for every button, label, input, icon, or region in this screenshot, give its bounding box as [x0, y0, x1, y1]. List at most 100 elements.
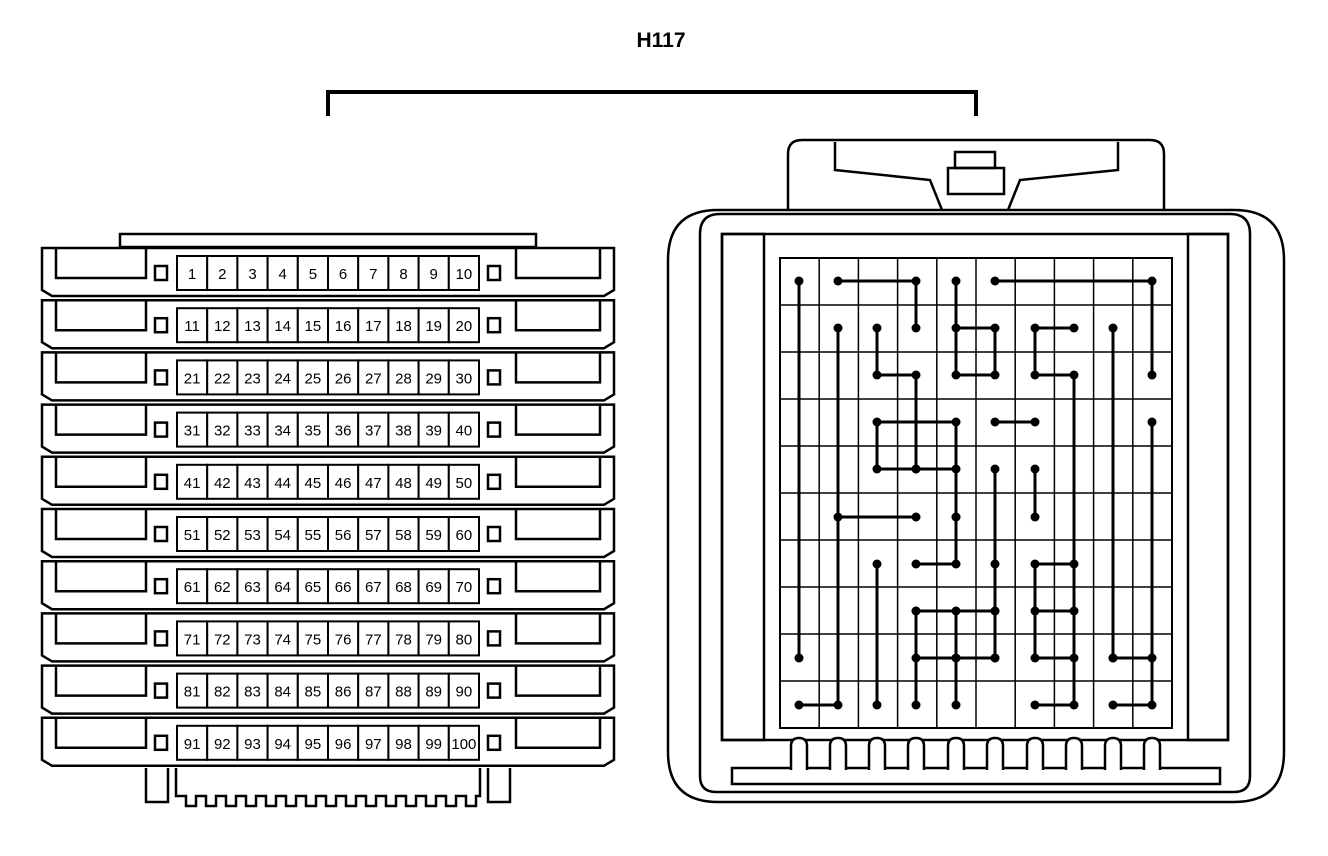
pin-cell — [447, 463, 480, 500]
wire-node — [1030, 464, 1040, 474]
pin-number: 40 — [456, 423, 473, 440]
wire-node — [911, 559, 921, 569]
pin-cell — [417, 307, 450, 344]
wire-node — [1069, 700, 1079, 710]
pin-number: 98 — [395, 736, 412, 753]
pin-cell — [327, 463, 360, 500]
pin-number: 4 — [279, 266, 287, 283]
pin-cell — [357, 724, 390, 761]
front-row-latch-left — [153, 473, 169, 491]
bottom-slot — [828, 736, 848, 770]
pin-number: 51 — [184, 527, 201, 544]
wire-node — [872, 700, 882, 710]
pin-cell — [327, 411, 360, 448]
back-bottom-bar — [730, 766, 1222, 786]
pin-number: 75 — [305, 631, 322, 648]
pin-cell — [447, 516, 480, 552]
wire-node — [951, 276, 961, 286]
pin-cell — [417, 568, 450, 605]
pin-number: 48 — [395, 475, 412, 492]
front-row-latch-left — [153, 369, 169, 386]
back-inner-body — [698, 212, 1252, 794]
pin-number: 43 — [244, 475, 261, 492]
wire-node — [951, 700, 961, 710]
back-left-rail — [720, 232, 766, 742]
pin-number: 35 — [305, 423, 322, 440]
wire-node — [951, 653, 961, 663]
bottom-slot — [1064, 736, 1084, 770]
pin-cell — [327, 516, 360, 552]
pin-number: 41 — [184, 475, 201, 492]
pin-number: 23 — [244, 370, 261, 387]
pin-cell — [447, 672, 480, 709]
wire-node — [1030, 606, 1040, 616]
front-row-latch-right — [486, 421, 502, 438]
pin-cell — [417, 724, 450, 761]
pin-cell — [447, 568, 480, 605]
front-row-recess-right — [514, 248, 602, 280]
wire-node — [990, 323, 1000, 333]
wire-node — [1069, 653, 1079, 663]
pin-number: 55 — [305, 527, 322, 544]
pin-cell — [387, 255, 420, 291]
pin-cell — [327, 672, 360, 709]
wire-path — [1033, 326, 1076, 707]
front-row-latch-left — [153, 577, 169, 595]
pin-number: 96 — [335, 736, 352, 753]
pin-cell — [206, 620, 239, 657]
pin-number: 25 — [305, 370, 322, 387]
bottom-slot — [1103, 736, 1123, 770]
wire-node — [833, 700, 843, 710]
wire-node — [951, 417, 961, 427]
pin-number: 20 — [456, 318, 473, 335]
pin-number: 36 — [335, 423, 352, 440]
pin-cell — [447, 620, 480, 657]
wire-node — [872, 370, 882, 380]
pin-cell — [176, 411, 209, 448]
pin-number: 67 — [365, 579, 382, 596]
wire-node — [911, 700, 921, 710]
wire-node — [1030, 559, 1040, 569]
pin-number: 10 — [456, 266, 473, 283]
back-outer-body — [666, 208, 1286, 804]
front-row-latch-left — [153, 421, 169, 438]
pin-cell — [206, 463, 239, 500]
pin-number: 76 — [335, 631, 352, 648]
pin-cell — [387, 724, 420, 761]
wire-node — [990, 417, 1000, 427]
pin-cell — [206, 359, 239, 396]
pin-cell — [357, 255, 390, 291]
front-row-latch-right — [486, 734, 502, 752]
front-top-rail — [118, 232, 538, 249]
pin-cell — [327, 568, 360, 605]
pin-cell — [206, 724, 239, 761]
pin-cell — [236, 411, 269, 448]
pin-number: 93 — [244, 736, 261, 753]
bottom-slot — [789, 736, 809, 770]
pin-number: 5 — [309, 266, 317, 283]
pin-cell — [176, 516, 209, 552]
front-row-recess-left — [54, 456, 148, 489]
pin-number: 30 — [456, 370, 473, 387]
pin-number: 24 — [274, 370, 291, 387]
wire-node — [1147, 700, 1157, 710]
bottom-slot — [867, 736, 887, 770]
wire-node — [794, 700, 804, 710]
pin-number: 84 — [274, 684, 291, 701]
pin-number: 62 — [214, 579, 231, 596]
pin-number: 99 — [425, 736, 442, 753]
pin-cell — [296, 463, 329, 500]
pin-number: 87 — [365, 684, 382, 701]
wire-node — [1069, 370, 1079, 380]
pin-number: 17 — [365, 318, 382, 335]
pin-number: 85 — [305, 684, 322, 701]
pin-number: 2 — [218, 266, 226, 283]
pin-number: 97 — [365, 736, 382, 753]
wire-node — [1030, 370, 1040, 380]
pin-number: 71 — [184, 631, 201, 648]
pin-number: 42 — [214, 475, 231, 492]
